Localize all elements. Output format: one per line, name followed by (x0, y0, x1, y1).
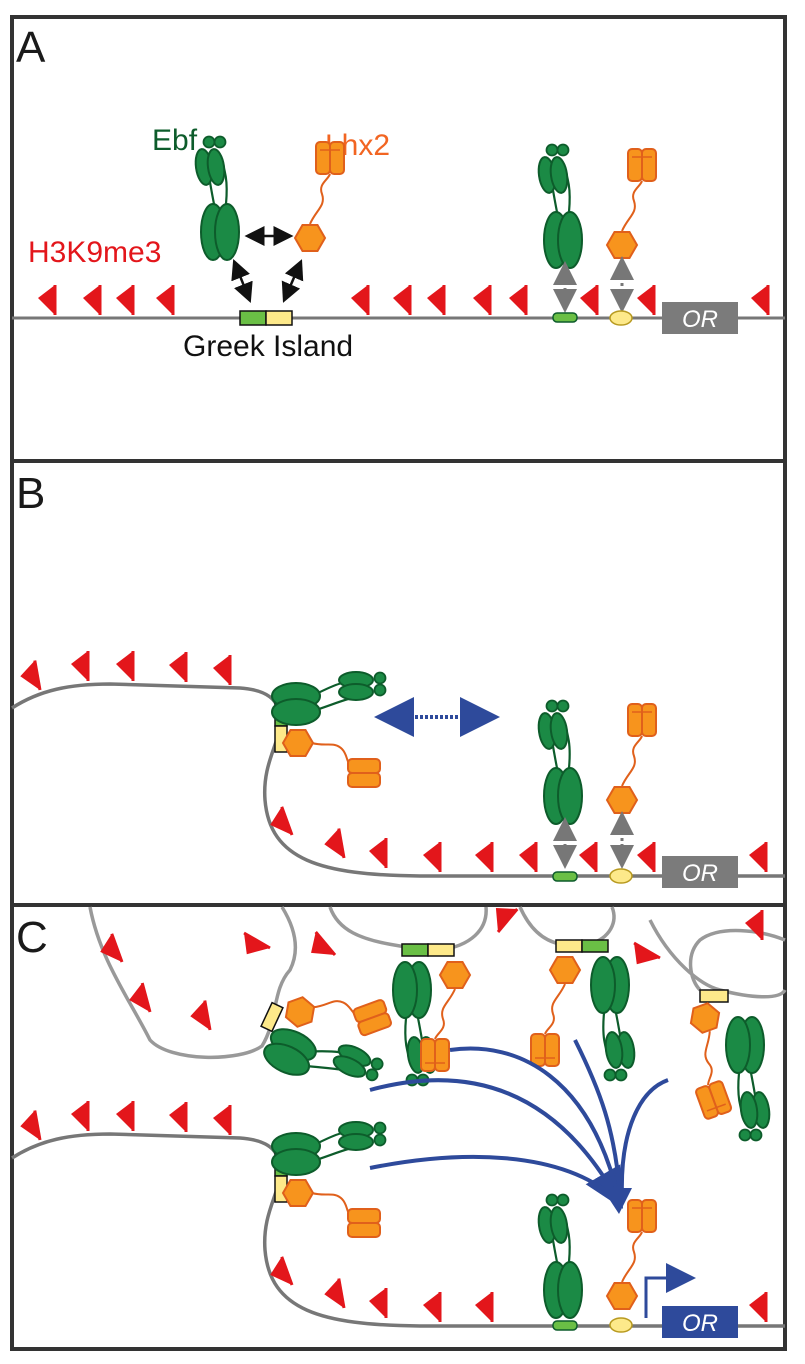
greek-island-complex-3 (391, 943, 471, 1087)
or-gene-label: OR (682, 860, 718, 887)
greek-island-complex-4 (530, 939, 638, 1082)
panel-c: C (10, 896, 787, 1351)
greek-island-element (239, 310, 293, 326)
transcription-start-arrow (644, 1263, 696, 1318)
or-gene-label: OR (682, 306, 718, 333)
panel-b: B (10, 459, 787, 907)
ebf-site (552, 871, 578, 882)
binding-arrow-lhx2 (281, 259, 304, 303)
ebf-site (552, 1320, 578, 1331)
lhx2-site (609, 1317, 633, 1333)
panel-c-letter: C (16, 913, 48, 962)
panel-a: A Ebf Lhx2 H3K9me3 Greek Island (10, 15, 787, 463)
ebf-label: Ebf (152, 124, 198, 157)
greek-island-complex-5 (667, 989, 773, 1142)
dna-loop-1 (88, 906, 298, 1059)
lhx2-site (609, 310, 633, 326)
greek-island-label: Greek Island (183, 330, 353, 363)
h3k9me3-label: H3K9me3 (28, 236, 161, 269)
convergence-arrows (369, 1039, 669, 1214)
ebf-site (552, 312, 578, 323)
or-gene: OR (662, 856, 738, 888)
or-gene-label: OR (682, 1310, 718, 1337)
dna-loop-2 (328, 906, 488, 952)
panel-a-letter: A (16, 23, 46, 72)
or-gene: OR (662, 302, 738, 334)
or-gene-active: OR (662, 1306, 738, 1338)
lhx2-site (609, 868, 633, 884)
greek-island-complex-2 (258, 970, 394, 1110)
panel-b-letter: B (16, 469, 45, 518)
binding-arrow-ebf (231, 259, 253, 303)
